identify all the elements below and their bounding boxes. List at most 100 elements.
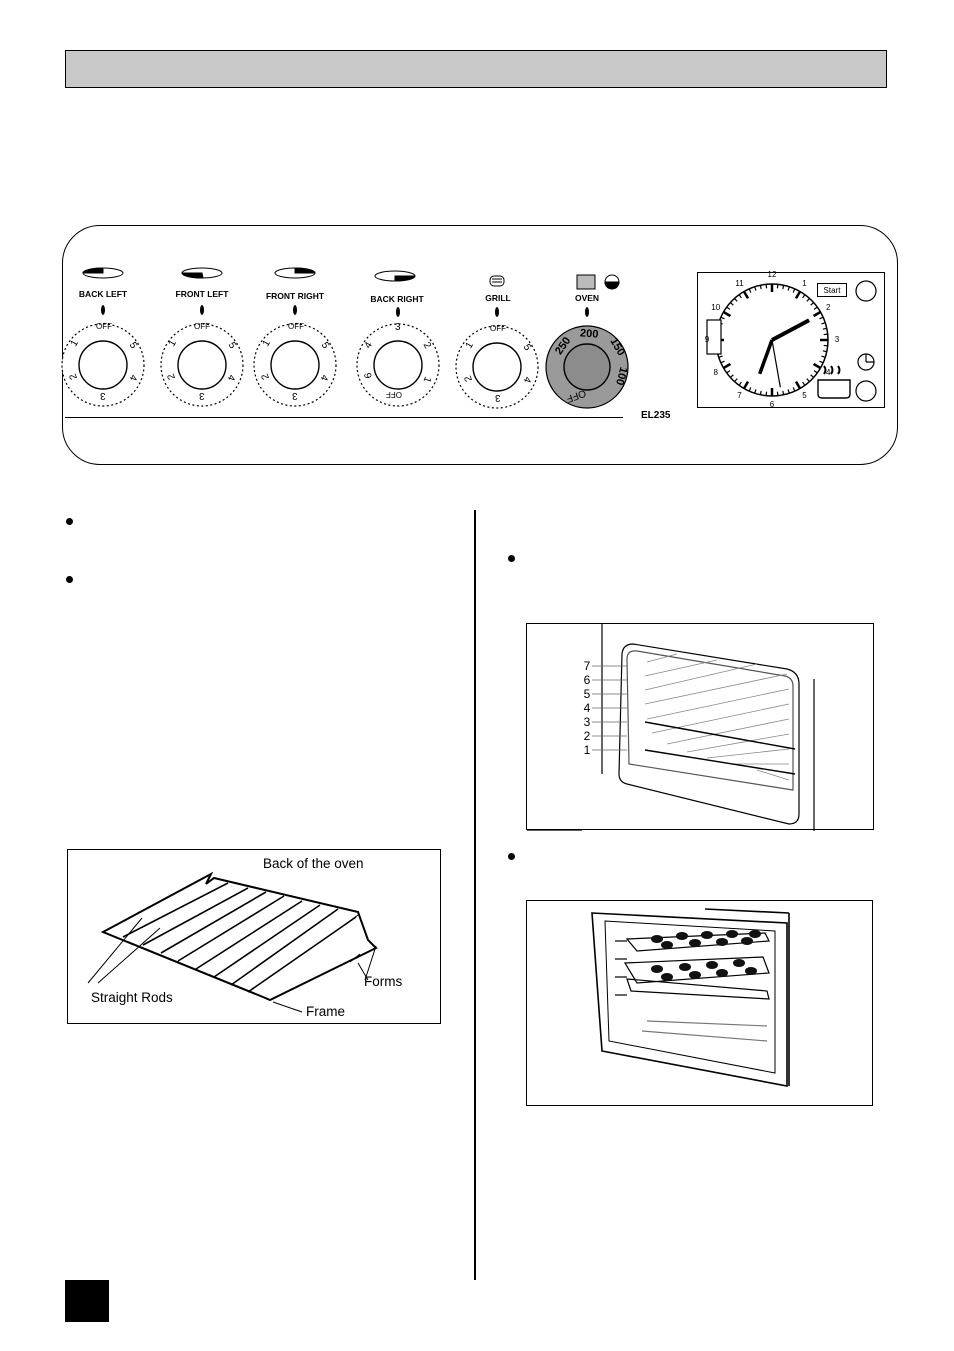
forms-label: Forms — [364, 974, 403, 989]
clock-number: 8 — [713, 367, 718, 377]
bullet-point — [66, 576, 73, 583]
grill-icon — [489, 275, 505, 287]
dial-tick: 3 — [100, 390, 106, 401]
runner-level-label: 2 — [583, 729, 591, 743]
dial-knob — [270, 340, 320, 390]
clock-tick — [822, 350, 827, 353]
runner-level-label: 6 — [583, 673, 591, 687]
shelf-title-label: Back of the oven — [263, 856, 364, 871]
clock-tick — [787, 286, 790, 291]
start-label: Start — [817, 283, 847, 297]
dial-knob — [177, 340, 227, 390]
clock-tick — [734, 378, 738, 383]
clock-tick — [748, 288, 752, 293]
clock-tick — [759, 285, 762, 290]
page-number-box — [65, 1280, 109, 1322]
shelf-drawing — [87, 871, 378, 1013]
clock-number: 2 — [826, 302, 831, 312]
knob-pointers — [101, 305, 589, 317]
column-divider — [474, 510, 476, 1280]
cooking-pot-icon — [817, 379, 851, 399]
dial-knob — [373, 340, 423, 390]
clock-tick — [794, 290, 802, 300]
clock-number: 4 — [826, 367, 831, 377]
clock-tick — [729, 374, 734, 378]
hob-icon-front-right — [274, 267, 316, 279]
clock-tick — [782, 285, 785, 290]
clock-tick — [822, 327, 827, 330]
duration-icon — [706, 319, 722, 355]
clock-hand — [771, 339, 781, 388]
shelf-runners-figure: 7 6 5 4 3 2 1 — [526, 623, 874, 831]
clock-tick — [729, 302, 734, 306]
knob-label-grill: GRILL — [485, 293, 511, 303]
clock-tick — [734, 297, 738, 302]
clock-timer-box — [697, 272, 885, 408]
runner-level-label: 3 — [583, 715, 591, 729]
dial-tick: OFF — [194, 322, 210, 331]
runner-levels: 7 6 5 4 3 2 1 — [581, 659, 593, 757]
clock-number: 6 — [769, 400, 775, 409]
clock-number: 10 — [711, 302, 721, 312]
clock-tick — [806, 297, 810, 302]
clock-tick — [813, 306, 818, 310]
dial-knob — [78, 340, 128, 390]
clock-tick — [821, 322, 826, 325]
bullet-point — [508, 555, 515, 562]
clock-tick — [754, 389, 757, 394]
clock-tick — [720, 316, 725, 320]
dial-tick: 200 — [579, 327, 599, 341]
clock-tick — [812, 362, 822, 370]
model-code: EL235 — [641, 410, 671, 421]
section-title-bar — [65, 50, 887, 88]
hob-icon-back-right — [374, 270, 416, 282]
clock-tick — [722, 310, 732, 318]
shelf-figure: Back of the oven Straight Rods Forms Fra… — [67, 849, 441, 1024]
clock-tick — [792, 387, 796, 392]
clock-number: 12 — [767, 270, 777, 279]
clock-tick — [742, 380, 750, 390]
clock-number: 3 — [834, 335, 840, 344]
hob-icon-front-left — [181, 267, 223, 279]
clock-tick — [787, 389, 790, 394]
clock-tick — [759, 390, 762, 395]
bullet-point — [508, 853, 515, 860]
clock-tick — [722, 362, 732, 370]
clock-tick — [812, 310, 822, 318]
clock-tick — [802, 381, 806, 386]
clock-tick — [726, 370, 731, 374]
clock-number: 9 — [704, 335, 710, 344]
runner-level-label: 1 — [583, 743, 591, 757]
clock-tick — [754, 286, 757, 291]
start-button-circle — [855, 280, 877, 302]
clock-tick — [782, 390, 785, 395]
clock-tick — [792, 288, 796, 293]
clock-tick — [813, 370, 818, 374]
knob-label-front-right: FRONT RIGHT — [265, 291, 325, 301]
clock-number: 7 — [737, 391, 742, 401]
dial-tick: OFF — [96, 322, 112, 331]
clock-tick — [819, 316, 824, 320]
control-panel-diagram — [62, 225, 898, 465]
dial-tick: 3 — [199, 390, 205, 401]
dial-tick: OFF — [490, 324, 506, 333]
dial-tick: 3 — [395, 322, 401, 333]
clock-tick — [748, 387, 752, 392]
hob-icon-back-left — [82, 267, 124, 279]
clock-tick — [720, 360, 725, 364]
panel-rule — [65, 417, 623, 418]
frame-label: Frame — [306, 1004, 346, 1019]
knob-label-back-right: BACK RIGHT — [370, 294, 424, 304]
knob-label-oven: OVEN — [574, 293, 600, 303]
control-knobs-svg — [61, 267, 877, 409]
runner-level-label: 7 — [583, 659, 591, 673]
clock-number: 5 — [802, 391, 807, 401]
dial-tick: OFF — [288, 322, 304, 331]
dial-tick: 3 — [495, 392, 501, 403]
oven-with-trays-drawing — [591, 908, 790, 1087]
knob-label-front-left: FRONT LEFT — [175, 289, 229, 299]
clock-number: 11 — [735, 278, 744, 288]
clock-tick — [802, 294, 806, 299]
oven-icon — [576, 274, 620, 290]
dial-tick: OFF — [386, 390, 402, 399]
